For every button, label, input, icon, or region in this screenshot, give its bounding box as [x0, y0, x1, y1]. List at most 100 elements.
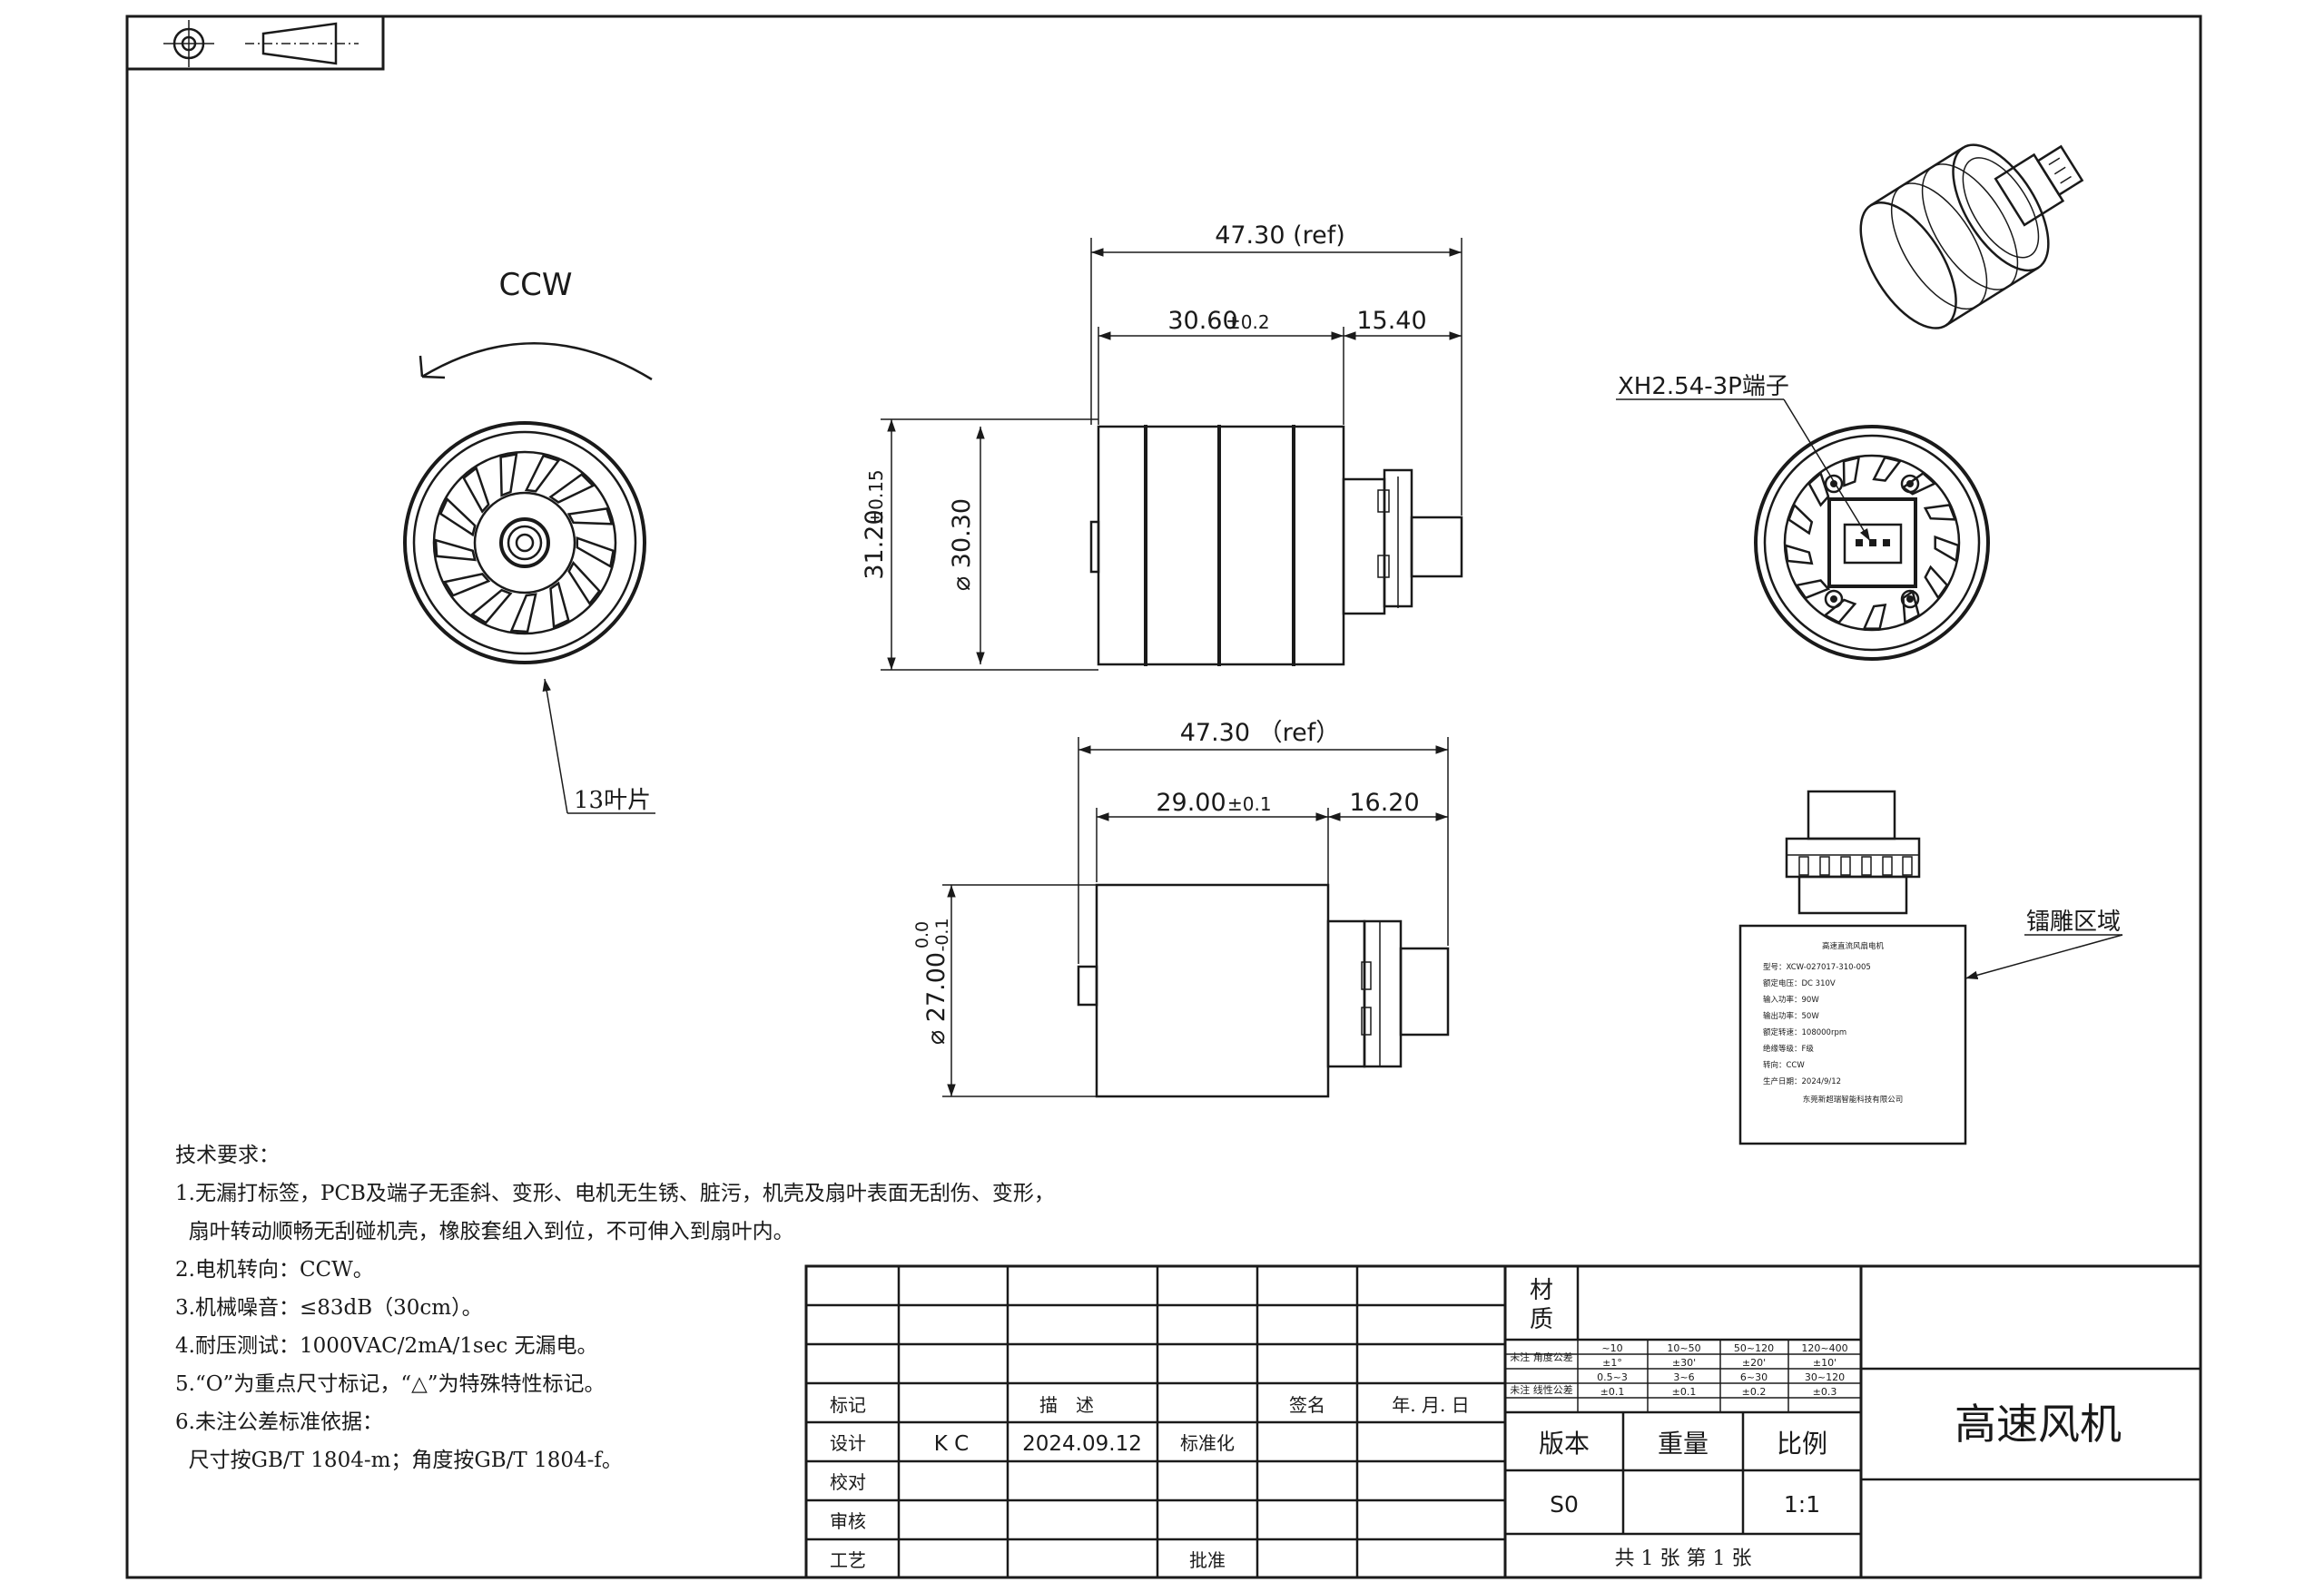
- front-fan-outline: [403, 421, 646, 664]
- fan-blade: [1787, 503, 1814, 536]
- dim-height-top-tol: ±0.15: [865, 469, 887, 525]
- projection-symbol: [125, 15, 385, 71]
- nameplate-line-7: 绝缘等级：F级: [1763, 1044, 1814, 1054]
- dim-body-top: 30.60: [1167, 307, 1237, 335]
- tol-r0-c4: 120~400: [1801, 1342, 1847, 1354]
- tech-heading: 技术要求：: [175, 1144, 280, 1167]
- tol-r3-c3: ±0.2: [1742, 1386, 1767, 1398]
- col-mark: 标记: [830, 1394, 866, 1416]
- nameplate-line-1: 高速直流风扇电机: [1822, 941, 1885, 951]
- material-label-1: 材: [1530, 1277, 1553, 1304]
- scale-label: 比例: [1777, 1429, 1827, 1459]
- dim-body-bottom-tol: ±0.1: [1227, 793, 1272, 815]
- tolerance-table: 未注 角度公差 ~10 10~50 50~120 120~400 ±1° ±30…: [1505, 1340, 1861, 1414]
- connector-housing: [1843, 523, 1903, 565]
- dim-diameter-bottom: ⌀ 27.00: [922, 952, 950, 1045]
- blade-count-label: 13叶片: [574, 787, 651, 814]
- fan-blade: [1795, 579, 1831, 600]
- role-review: 审核: [830, 1510, 866, 1532]
- tech-line-8: 尺寸按GB/T 1804-m；角度按GB/T 1804-f。: [175, 1449, 623, 1472]
- tol-r2-c4: 30~120: [1805, 1371, 1845, 1383]
- role-process: 工艺: [830, 1549, 866, 1571]
- fan-blade: [1784, 544, 1814, 565]
- nameplate: [1738, 924, 1967, 1145]
- rotation-arrow: [421, 342, 653, 381]
- design-date: 2024.09.12: [1022, 1432, 1142, 1456]
- fan-blade: [443, 573, 491, 597]
- drawing-title: 高速风机: [1955, 1400, 2122, 1449]
- fan-blade: [1807, 471, 1830, 507]
- dim-connector-bottom: 16.20: [1349, 789, 1419, 817]
- dim-diameter-bottom-upper: 0.0: [912, 921, 932, 948]
- col-sign: 签名: [1289, 1394, 1325, 1416]
- fan-blade: [1872, 456, 1903, 482]
- rear-view: XH2.54-3P端子: [1616, 373, 1990, 661]
- fan-blade: [566, 507, 614, 526]
- fan-blade: [1862, 604, 1887, 630]
- version-value: S0: [1550, 1491, 1579, 1518]
- title-block: 标记 描 述 签名 年. 月. 日 设计 校对 审核 工艺 标准化 批准 K C…: [804, 1264, 2202, 1579]
- tech-line-1: 1.无漏打标签，PCB及端子无歪斜、变形、电机无生锈、脏污，机壳及扇叶表面无刮伤…: [175, 1182, 1055, 1205]
- fan-blade: [438, 496, 477, 537]
- tol-linear-label: 未注 线性公差: [1510, 1383, 1573, 1396]
- nameplate-line-8: 转向：CCW: [1763, 1060, 1805, 1070]
- fan-blade: [462, 466, 490, 514]
- fan-blade: [548, 473, 596, 504]
- connector-callout: XH2.54-3P端子: [1618, 373, 1789, 400]
- fan-blade: [499, 452, 518, 497]
- tech-line-2: 扇叶转动顺畅无刮碰机壳，橡胶套组入到位，不可伸入到扇叶内。: [175, 1220, 794, 1243]
- version-label: 版本: [1539, 1429, 1590, 1459]
- scale-value: 1:1: [1784, 1491, 1820, 1518]
- nameplate-line-4: 输入功率：90W: [1763, 995, 1819, 1005]
- dim-overall-bottom: 47.30 （ref）: [1180, 719, 1341, 747]
- dim-diameter-bottom-lower: -0.1: [932, 918, 952, 951]
- tol-r1-c1: ±1°: [1602, 1357, 1622, 1369]
- tol-r3-c2: ±0.1: [1672, 1386, 1697, 1398]
- label-view: 镭雕区域 高速直流风扇电机 型号：XCW-027017-310-005 额定电压…: [1738, 790, 2123, 1145]
- engrave-area-callout: 镭雕区域: [2026, 909, 2121, 936]
- standardize-label: 标准化: [1180, 1432, 1235, 1454]
- side-view-top: 47.30 (ref) 30.60 ±0.2 15.40 31.20 ±0.15…: [861, 221, 1463, 671]
- tol-r1-c4: ±10': [1813, 1357, 1837, 1369]
- motor-body-bottom: [1095, 883, 1330, 1098]
- dim-body-top-tol: ±0.2: [1226, 311, 1270, 333]
- tol-r3-c1: ±0.1: [1600, 1386, 1625, 1398]
- approve-label: 批准: [1189, 1549, 1226, 1571]
- fan-blade: [567, 561, 601, 606]
- dim-connector-top: 15.40: [1356, 307, 1426, 335]
- weight-label: 重量: [1658, 1429, 1709, 1459]
- col-date: 年. 月. 日: [1392, 1394, 1469, 1416]
- fan-blade: [549, 581, 570, 629]
- fan-blade: [509, 593, 537, 634]
- fan-blade: [469, 588, 513, 624]
- dim-overall-top: 47.30 (ref): [1215, 221, 1345, 250]
- fan-blade: [524, 454, 561, 493]
- tol-r2-c2: 3~6: [1673, 1371, 1694, 1383]
- role-design: 设计: [830, 1432, 866, 1454]
- tol-angle-label: 未注 角度公差: [1510, 1351, 1573, 1363]
- fan-blade: [1934, 535, 1960, 563]
- tol-r3-c4: ±0.3: [1813, 1386, 1837, 1398]
- fan-blade: [576, 536, 615, 569]
- role-check: 校对: [830, 1471, 866, 1493]
- dim-height-top: 31.20: [861, 509, 889, 579]
- tech-line-4: 3.机械噪音：≤83dB（30cm）。: [175, 1296, 483, 1320]
- fan-blade: [1823, 598, 1857, 624]
- dim-body-bottom: 29.00: [1156, 789, 1226, 817]
- designer-name: K C: [934, 1432, 969, 1456]
- col-desc: 描 述: [1039, 1394, 1094, 1416]
- nameplate-line-2: 型号：XCW-027017-310-005: [1763, 963, 1871, 972]
- nameplate-line-6: 额定转速：108000rpm: [1763, 1027, 1846, 1037]
- fan-blade: [1902, 589, 1921, 624]
- rotation-label: CCW: [498, 267, 572, 303]
- tol-r0-c3: 50~120: [1734, 1342, 1774, 1354]
- tech-line-3: 2.电机转向：CCW。: [175, 1258, 374, 1282]
- nameplate-line-3: 额定电压：DC 310V: [1763, 978, 1836, 988]
- tol-r2-c3: 6~30: [1740, 1371, 1768, 1383]
- isometric-view: [1859, 143, 2084, 329]
- tol-r1-c2: ±30': [1672, 1357, 1696, 1369]
- tol-r1-c3: ±20': [1742, 1357, 1766, 1369]
- fan-blade: [1924, 565, 1949, 600]
- fan-blade: [1923, 504, 1957, 521]
